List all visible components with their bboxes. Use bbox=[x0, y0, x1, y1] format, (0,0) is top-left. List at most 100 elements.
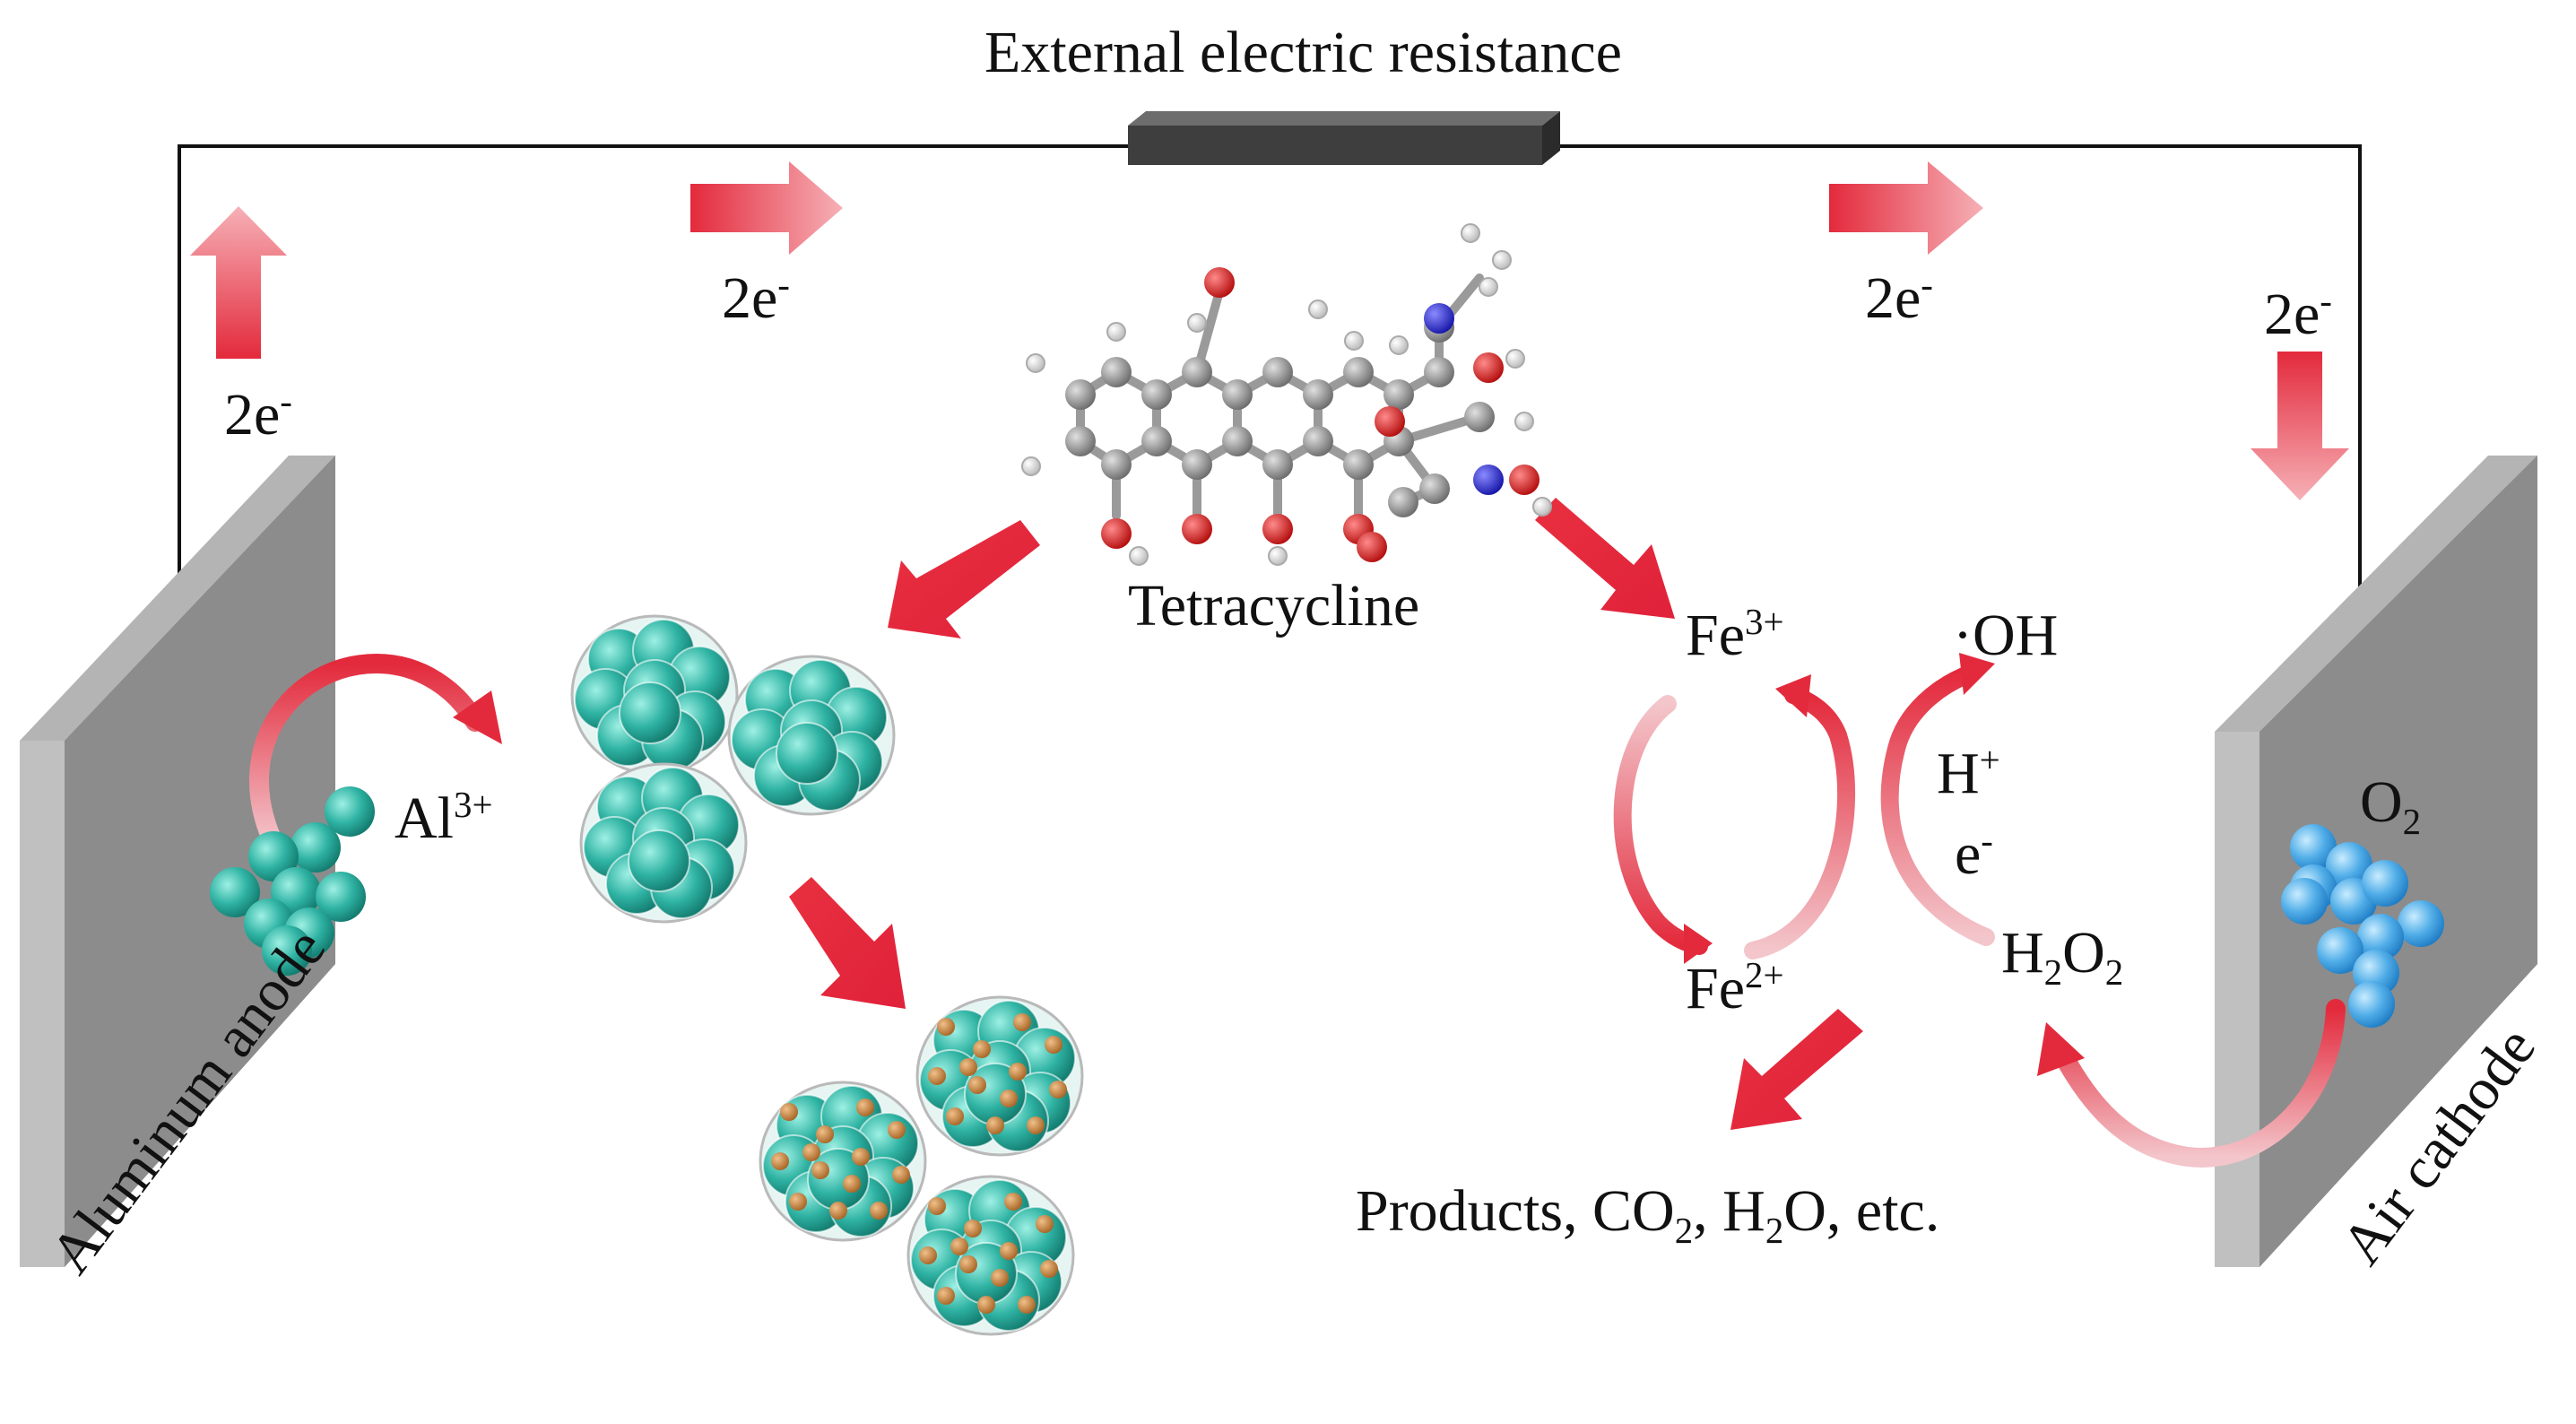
carbon-atom bbox=[1182, 357, 1212, 387]
o2-particle bbox=[2281, 878, 2328, 925]
hydrogen-atom bbox=[1514, 412, 1534, 431]
carbon-atom bbox=[1262, 357, 1293, 387]
adsorbed-dot bbox=[870, 1202, 888, 1220]
curved-arrow-al-release bbox=[249, 653, 502, 853]
o2-particle bbox=[2357, 914, 2404, 960]
adsorbed-dot bbox=[977, 1296, 995, 1314]
o2-particle bbox=[2290, 824, 2337, 871]
arrow-to-flocs bbox=[888, 520, 1040, 638]
nitrogen-atom bbox=[1424, 303, 1454, 334]
aluminum-anode-plate bbox=[20, 456, 335, 1267]
adsorbed-dot bbox=[1013, 1013, 1031, 1031]
hydrogen-atom bbox=[1479, 277, 1498, 297]
curved-arrow-o2-to-h2o2 bbox=[2037, 999, 2346, 1168]
electron-arrow-right-right bbox=[1829, 161, 1983, 255]
adsorbed-dot bbox=[946, 1107, 964, 1125]
carbon-atom bbox=[1388, 487, 1418, 517]
external-resistance-label: External electric resistance bbox=[984, 20, 1622, 85]
fe3-label: Fe3+ bbox=[1686, 602, 1784, 668]
curved-arrow-h2o2-to-oh bbox=[1880, 653, 1995, 946]
electron-label-cathode: 2e- bbox=[2264, 281, 2332, 347]
hydrogen-atom bbox=[1129, 546, 1149, 566]
carbon-atom bbox=[1262, 449, 1293, 480]
adsorbed-dot bbox=[991, 1269, 1009, 1287]
adsorbed-dot bbox=[843, 1175, 861, 1193]
o2-particle-cluster bbox=[2281, 824, 2444, 1028]
al-ion-label: Al3+ bbox=[395, 785, 493, 851]
al-particle-cluster bbox=[210, 786, 375, 976]
adsorbed-dot bbox=[780, 1103, 798, 1121]
al-particle bbox=[316, 872, 366, 922]
adsorbed-dot bbox=[928, 1197, 946, 1215]
arrow-to-products bbox=[1730, 1009, 1863, 1130]
electron-label-right: 2e- bbox=[1865, 265, 1933, 331]
electron-label-anode: 2e- bbox=[224, 381, 292, 447]
carbon-atom bbox=[1222, 426, 1253, 456]
al-particle bbox=[291, 822, 341, 873]
adsorbed-dot bbox=[852, 1148, 870, 1166]
adsorbed-floc bbox=[759, 995, 1084, 1336]
hydrogen-atom bbox=[1532, 497, 1552, 517]
fe2-label: Fe2+ bbox=[1686, 955, 1784, 1021]
al-particle bbox=[325, 786, 375, 837]
carbon-atom bbox=[1303, 379, 1333, 410]
hydrogen-atom bbox=[1187, 313, 1207, 333]
carbon-atom bbox=[1343, 357, 1374, 387]
hydrogen-atom bbox=[1026, 353, 1045, 373]
adsorbed-dot bbox=[888, 1121, 906, 1139]
o2-particle bbox=[2348, 981, 2395, 1028]
hydrogen-atom bbox=[1021, 456, 1041, 476]
adsorbed-dot bbox=[816, 1125, 834, 1143]
adsorbed-dot bbox=[1018, 1296, 1036, 1314]
hydrogen-atom bbox=[1106, 322, 1126, 342]
carbon-atom bbox=[1419, 473, 1450, 504]
carbon-atom bbox=[1101, 449, 1132, 480]
adsorbed-dot bbox=[1004, 1193, 1022, 1211]
h-plus-label: H+ bbox=[1937, 740, 2000, 806]
adsorbed-dot bbox=[964, 1220, 982, 1237]
al-particle bbox=[262, 925, 312, 976]
circuit-wire bbox=[178, 144, 2362, 606]
adsorbed-dot bbox=[973, 1040, 991, 1058]
o2-particle bbox=[2398, 900, 2444, 947]
electron-arrow-anode-up bbox=[190, 206, 287, 359]
arrow-floc-down bbox=[789, 877, 906, 1009]
electron-arrow-left-right bbox=[690, 161, 843, 255]
adsorbed-dot bbox=[811, 1161, 829, 1179]
adsorbed-dot bbox=[937, 1018, 955, 1036]
curved-arrow-fe2-to-fe3 bbox=[1744, 674, 1856, 959]
adsorbed-dot bbox=[1000, 1090, 1018, 1107]
carbon-atom bbox=[1303, 426, 1333, 456]
adsorbed-dot bbox=[919, 1246, 937, 1264]
carbon-atom bbox=[1343, 449, 1374, 480]
oxygen-atom bbox=[1509, 465, 1540, 495]
adsorbed-dot bbox=[937, 1287, 955, 1305]
tetracycline-label: Tetracycline bbox=[1128, 573, 1420, 638]
carbon-atom bbox=[1065, 426, 1096, 456]
hydrogen-atom bbox=[1308, 300, 1328, 319]
o2-particle bbox=[2362, 860, 2408, 907]
adsorbed-dot bbox=[950, 1237, 968, 1255]
carbon-atom bbox=[1424, 357, 1454, 387]
adsorbed-dot bbox=[1049, 1081, 1067, 1098]
electron-label-left: 2e- bbox=[722, 265, 790, 331]
carbon-atom bbox=[1101, 357, 1132, 387]
adsorbed-dot bbox=[1040, 1260, 1058, 1278]
carbon-atom bbox=[1065, 379, 1096, 410]
oxygen-atom bbox=[1262, 514, 1293, 544]
adsorbed-dot bbox=[829, 1202, 847, 1220]
adsorbed-dot bbox=[802, 1143, 820, 1161]
resistor bbox=[1128, 111, 1560, 165]
oxygen-atom bbox=[1375, 406, 1405, 437]
h2o2-label: H2O2 bbox=[2001, 920, 2124, 994]
adsorbed-dot bbox=[1027, 1116, 1045, 1134]
hydrogen-atom bbox=[1268, 546, 1288, 566]
nitrogen-atom bbox=[1473, 465, 1504, 495]
adsorbed-dot bbox=[892, 1166, 910, 1184]
carbon-atom bbox=[1182, 449, 1212, 480]
oxygen-atom bbox=[1357, 532, 1387, 562]
hydrogen-atom bbox=[1389, 335, 1409, 355]
adsorbed-dot bbox=[856, 1098, 874, 1116]
floc-particle bbox=[628, 829, 690, 892]
electron-arrow-cathode-down bbox=[2251, 352, 2349, 500]
